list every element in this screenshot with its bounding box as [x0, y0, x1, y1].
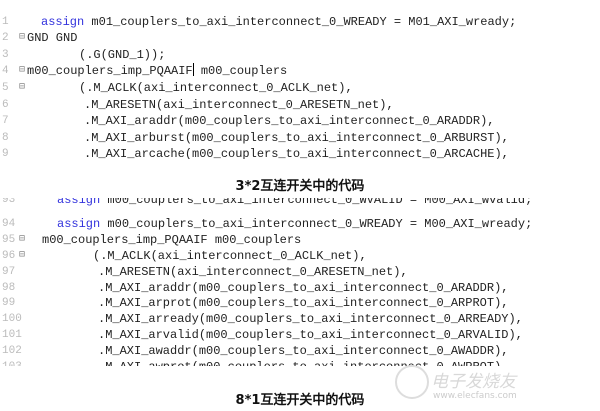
code-line: 100 .M_AXI_arready(m00_couplers_to_axi_in… — [0, 311, 600, 327]
code-text: .M_AXI_awprot(m00_couplers_to_axi_interc… — [98, 359, 508, 366]
line-number: 1 — [2, 16, 9, 28]
line-number: 93 — [2, 198, 16, 206]
code-text: (.G(GND_1)); — [79, 47, 165, 63]
line-number: 103 — [2, 359, 22, 366]
code-editor-excerpt-3x2: 1 assign m01_couplers_to_axi_interconnect… — [0, 12, 600, 159]
line-number: 98 — [2, 282, 16, 294]
code-content: .M_AXI_araddr(m00_couplers_to_axi_interc… — [84, 114, 495, 128]
line-number: 97 — [2, 266, 16, 278]
line-number: 8 — [2, 132, 9, 144]
code-content: m00_couplers_to_axi_interconnect_0_WVALI… — [100, 198, 533, 207]
code-line: 3 (.G(GND_1)); — [0, 47, 600, 63]
line-number: 3 — [2, 49, 9, 61]
code-line: 2 ⊟GND GND — [0, 30, 600, 46]
line-number: 100 — [2, 313, 22, 325]
code-content: .M_AXI_awaddr(m00_couplers_to_axi_interc… — [98, 344, 509, 358]
code-line: 1 assign m01_couplers_to_axi_interconnect… — [0, 14, 600, 30]
code-content: .M_AXI_awprot(m00_couplers_to_axi_interc… — [98, 360, 508, 366]
line-number: 95 — [2, 234, 16, 246]
code-text: (.M_ACLK(axi_interconnect_0_ACLK_net), — [79, 80, 353, 96]
code-line: 98 .M_AXI_araddr(m00_couplers_to_axi_inte… — [0, 280, 600, 296]
code-text: (.M_ACLK(axi_interconnect_0_ACLK_net), — [93, 248, 367, 264]
code-line: 9 .M_AXI_arcache(m00_couplers_to_axi_inte… — [0, 146, 600, 159]
code-line: 5 ⊟ (.M_ACLK(axi_interconnect_0_ACLK_net), — [0, 80, 600, 96]
fold-toggle-icon[interactable]: ⊟ — [19, 250, 26, 261]
fold-toggle-icon[interactable]: ⊟ — [19, 65, 26, 76]
code-text: .M_AXI_arburst(m00_couplers_to_axi_inter… — [84, 130, 509, 146]
code-content: m00_couplers_imp_PQAAIF m00_couplers — [42, 233, 302, 247]
code-line: 7 .M_AXI_araddr(m00_couplers_to_axi_inter… — [0, 113, 600, 129]
code-line: 4 ⊟m00_couplers_imp_PQAAIF m00_couplers — [0, 63, 600, 79]
code-line: 8 .M_AXI_arburst(m00_couplers_to_axi_inte… — [0, 130, 600, 146]
code-line: 103 .M_AXI_awprot(m00_couplers_to_axi_int… — [0, 359, 600, 366]
code-text: assign m01_couplers_to_axi_interconnect_… — [41, 14, 516, 30]
line-number: 99 — [2, 297, 16, 309]
keyword: assign — [41, 15, 85, 29]
code-line: 97 .M_ARESETN(axi_interconnect_0_ARESETN_… — [0, 264, 600, 280]
watermark-name: 电子发烧友 — [431, 372, 516, 392]
code-text: .M_AXI_araddr(m00_couplers_to_axi_interc… — [98, 280, 508, 296]
code-content: GND GND — [27, 31, 78, 45]
code-content: .M_ARESETN(axi_interconnect_0_ARESETN_ne… — [98, 265, 408, 279]
code-line: 96⊟ (.M_ACLK(axi_interconnect_0_ACLK_net)… — [0, 248, 600, 264]
caption-3x2: 3*2互连开关中的代码 — [235, 179, 365, 194]
code-text: assign m00_couplers_to_axi_interconnect_… — [57, 198, 532, 208]
line-number: 4 — [2, 65, 9, 77]
line-number: 102 — [2, 345, 22, 357]
caption-8x1: 8*1互连开关中的代码 — [235, 393, 365, 408]
code-line: 93 assign m00_couplers_to_axi_interconnec… — [0, 198, 600, 208]
code-content: (.M_ACLK(axi_interconnect_0_ACLK_net), — [93, 249, 367, 263]
code-line: 102 .M_AXI_awaddr(m00_couplers_to_axi_int… — [0, 343, 600, 359]
line-number: 101 — [2, 329, 22, 341]
code-line: 95⊟ m00_couplers_imp_PQAAIF m00_couplers — [0, 232, 600, 248]
code-text: GND GND — [27, 30, 77, 46]
code-line: 6 .M_ARESETN(axi_interconnect_0_ARESETN_n… — [0, 97, 600, 113]
code-text: assign m00_couplers_to_axi_interconnect_… — [57, 216, 532, 232]
keyword: assign — [57, 217, 101, 231]
line-number: 5 — [2, 82, 9, 94]
code-text: .M_AXI_arvalid(m00_couplers_to_axi_inter… — [98, 327, 523, 343]
code-editor-excerpt-8x1: 93 assign m00_couplers_to_axi_interconnec… — [0, 198, 600, 366]
code-content: .M_AXI_araddr(m00_couplers_to_axi_interc… — [98, 281, 509, 295]
line-number: 9 — [2, 148, 9, 159]
line-number: 96 — [2, 250, 16, 262]
watermark: 电子发烧友 www.elecfans.com — [395, 365, 595, 405]
text-cursor — [192, 63, 194, 76]
code-content: m00_couplers_to_axi_interconnect_0_WREAD… — [100, 217, 533, 231]
code-content: .M_AXI_arready(m00_couplers_to_axi_inter… — [98, 312, 523, 326]
code-content: m01_couplers_to_axi_interconnect_0_WREAD… — [84, 15, 517, 29]
code-text: .M_ARESETN(axi_interconnect_0_ARESETN_ne… — [98, 264, 408, 280]
code-text: .M_AXI_arcache(m00_couplers_to_axi_inter… — [84, 146, 509, 159]
line-number: 7 — [2, 115, 9, 127]
code-content: m00_couplers — [193, 64, 288, 78]
code-line: 94 assign m00_couplers_to_axi_interconnec… — [0, 216, 600, 232]
line-number: 2 — [2, 32, 9, 44]
watermark-url: www.elecfans.com — [433, 391, 517, 401]
code-content: .M_AXI_arvalid(m00_couplers_to_axi_inter… — [98, 328, 523, 342]
code-text: .M_AXI_arready(m00_couplers_to_axi_inter… — [98, 311, 523, 327]
code-line: 99 .M_AXI_arprot(m00_couplers_to_axi_inte… — [0, 295, 600, 311]
code-content: (.G(GND_1)); — [79, 48, 166, 62]
code-content: m00_couplers_imp_PQAAIF — [27, 64, 193, 78]
code-text: .M_AXI_araddr(m00_couplers_to_axi_interc… — [84, 113, 494, 129]
fold-toggle-icon[interactable]: ⊟ — [19, 234, 26, 245]
code-line: 101 .M_AXI_arvalid(m00_couplers_to_axi_in… — [0, 327, 600, 343]
code-content: .M_AXI_arprot(m00_couplers_to_axi_interc… — [98, 296, 509, 310]
fold-toggle-icon[interactable]: ⊟ — [19, 32, 26, 43]
line-number: 6 — [2, 99, 9, 111]
line-number: 94 — [2, 218, 16, 230]
keyword: assign — [57, 198, 101, 207]
code-text: m00_couplers_imp_PQAAIF m00_couplers — [42, 232, 301, 248]
code-text: m00_couplers_imp_PQAAIF m00_couplers — [27, 63, 287, 79]
code-content: .M_AXI_arburst(m00_couplers_to_axi_inter… — [84, 131, 509, 145]
code-content: (.M_ACLK(axi_interconnect_0_ACLK_net), — [79, 81, 353, 95]
code-text: .M_AXI_arprot(m00_couplers_to_axi_interc… — [98, 295, 508, 311]
code-content: .M_ARESETN(axi_interconnect_0_ARESETN_ne… — [84, 98, 394, 112]
code-text: .M_AXI_awaddr(m00_couplers_to_axi_interc… — [98, 343, 508, 359]
code-content: .M_AXI_arcache(m00_couplers_to_axi_inter… — [84, 147, 509, 159]
code-text: .M_ARESETN(axi_interconnect_0_ARESETN_ne… — [84, 97, 394, 113]
fold-toggle-icon[interactable]: ⊟ — [19, 82, 26, 93]
watermark-logo-icon — [395, 365, 429, 399]
